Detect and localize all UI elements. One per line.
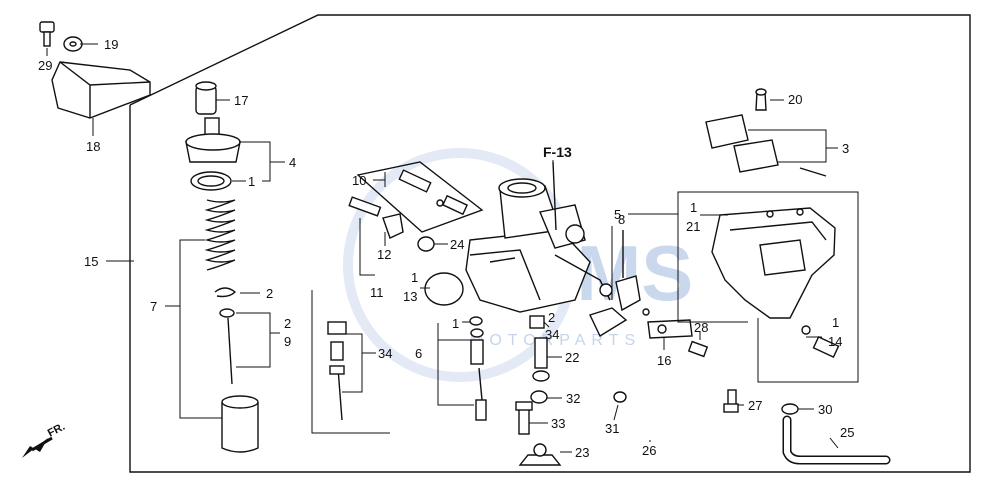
link-2-icon — [589, 307, 628, 338]
callout-31: 31 — [605, 421, 619, 436]
callout-15: 15 — [84, 254, 98, 269]
callout-9: 9 — [284, 334, 291, 349]
clip-30-icon — [781, 403, 799, 415]
callout-6: 6 — [415, 346, 422, 361]
washer-24-icon — [417, 236, 435, 252]
callout-18: 18 — [86, 139, 100, 154]
callout-25: 25 — [840, 425, 854, 440]
leader-lines — [46, 43, 859, 453]
cap-17-icon — [195, 81, 217, 115]
float-chamber-5-icon — [711, 207, 836, 319]
screw-20-icon — [755, 88, 767, 111]
throttle-stop-8-icon — [599, 230, 650, 316]
callout-30: 30 — [818, 402, 832, 417]
callout-26: 26 — [642, 443, 656, 458]
callout-1e: 1 — [832, 315, 839, 330]
screw-27-icon — [723, 389, 739, 413]
bolt-29-icon — [39, 21, 55, 47]
callout-20: 20 — [788, 92, 802, 107]
front-direction-arrow — [22, 436, 53, 458]
callout-10: 10 — [352, 173, 366, 188]
callout-1d: 1 — [690, 200, 697, 215]
needle-jet-22-icon — [532, 337, 550, 382]
callout-1a: 1 — [248, 174, 255, 189]
callout-2a: 2 — [266, 286, 273, 301]
callout-23: 23 — [575, 445, 589, 460]
callout-8: 8 — [618, 212, 625, 227]
callout-33: 33 — [551, 416, 565, 431]
jet-6-icon — [469, 316, 487, 421]
callout-7: 7 — [150, 299, 157, 314]
clip-31-icon — [613, 391, 627, 403]
clip-2-icon — [214, 287, 237, 298]
callout-13: 13 — [403, 289, 417, 304]
callout-24: 24 — [450, 237, 464, 252]
jet-holder-32-icon — [530, 390, 548, 404]
cover-18-icon — [51, 61, 151, 119]
callout-12: 12 — [377, 247, 391, 262]
group-frame — [129, 14, 971, 473]
callout-32: 32 — [566, 391, 580, 406]
float-3-icon — [705, 114, 827, 177]
reference-label: F-13 — [543, 144, 572, 160]
o-ring-13-icon — [424, 272, 464, 306]
jet-34b-icon — [529, 315, 545, 329]
callout-1c: 1 — [452, 316, 459, 331]
top-cap-4-icon — [185, 117, 241, 163]
callout-4: 4 — [289, 155, 296, 170]
callout-22: 22 — [565, 350, 579, 365]
front-direction-label: FR. — [46, 421, 67, 440]
drain-tube-25-icon — [782, 415, 891, 465]
plate-16-icon — [647, 319, 693, 339]
screw-12-icon — [348, 196, 404, 239]
main-jet-33-icon — [515, 401, 533, 435]
washer-19-icon — [63, 36, 83, 52]
callout-14: 14 — [828, 334, 842, 349]
callout-34b: 34 — [545, 327, 559, 342]
callout-2c: 2 — [548, 310, 555, 325]
callout-1b: 1 — [411, 270, 418, 285]
callout-29: 29 — [38, 58, 52, 73]
callout-17: 17 — [234, 93, 248, 108]
callout-27: 27 — [748, 398, 762, 413]
callout-28: 28 — [694, 320, 708, 335]
callout-11: 11 — [370, 285, 384, 300]
callout-2b: 2 — [284, 316, 291, 331]
callout-16: 16 — [657, 353, 671, 368]
callout-5: 5 — [614, 207, 621, 222]
watermark-subtitle: MOTORPARTS — [470, 332, 641, 349]
needle-9-icon — [219, 308, 235, 385]
callout-21: 21 — [686, 219, 700, 234]
callout-labels: 29 19 18 17 4 1 15 7 2 2 9 10 12 24 1 13… — [38, 37, 854, 460]
screw-set-10-icon — [356, 161, 484, 233]
carburetor-body-icon — [465, 161, 611, 313]
throttle-valve-icon — [221, 395, 259, 453]
callout-3: 3 — [842, 141, 849, 156]
screw-28-icon — [687, 340, 709, 358]
callout-34a: 34 — [378, 346, 392, 361]
drain-screw-14-icon — [801, 325, 840, 359]
callout-19: 19 — [104, 37, 118, 52]
spring-icon — [204, 199, 236, 271]
sub-frame — [311, 290, 390, 434]
jet-34a-icon — [327, 321, 347, 421]
gasket-1-icon — [190, 171, 232, 191]
